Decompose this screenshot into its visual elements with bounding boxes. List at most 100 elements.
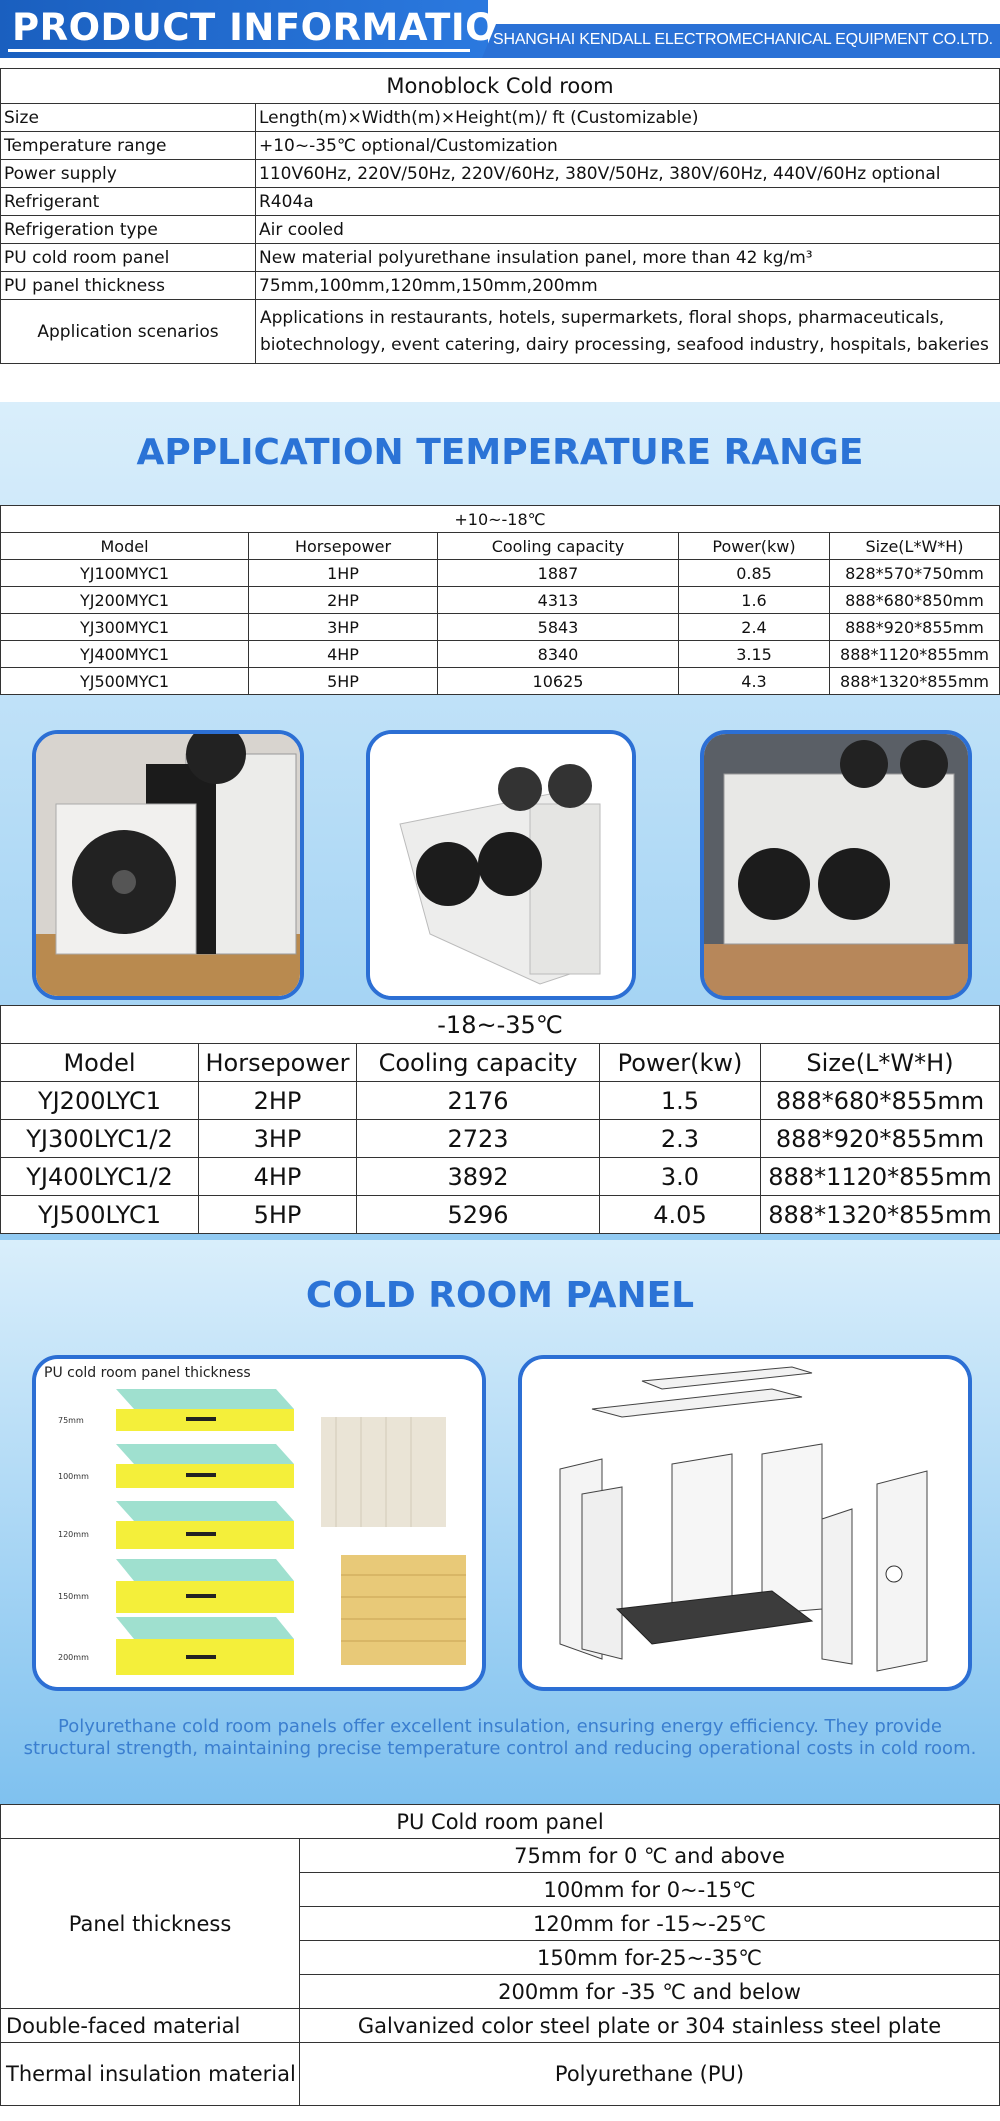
table-cell: 2.3 xyxy=(599,1119,761,1158)
spec-row: PU panel thickness 75mm,100mm,120mm,150m… xyxy=(0,271,1000,300)
table-cell: YJ300MYC1 xyxy=(0,613,249,641)
thickness-label: 200mm xyxy=(58,1653,89,1662)
table-row: YJ100MYC1 1HP 1887 0.85 828*570*750mm xyxy=(0,559,1000,587)
table-cell: YJ400MYC1 xyxy=(0,640,249,668)
table-cell: 5296 xyxy=(356,1195,600,1234)
table-cell: 3892 xyxy=(356,1157,600,1196)
spec-row: Size Length(m)×Width(m)×Height(m)/ ft (C… xyxy=(0,103,1000,132)
table-header-row: Model Horsepower Cooling capacity Power(… xyxy=(0,532,1000,560)
table-cell: 4313 xyxy=(437,586,679,614)
table-cell: 4.3 xyxy=(678,667,830,695)
table-header-row: Model Horsepower Cooling capacity Power(… xyxy=(0,1043,1000,1082)
spec-row: Temperature range +10~-35℃ optional/Cust… xyxy=(0,131,1000,160)
cold-room-assembly-image xyxy=(518,1355,972,1691)
panel-description: Polyurethane cold room panels offer exce… xyxy=(23,1716,977,1759)
table-cell: 888*1120*855mm xyxy=(829,640,1000,668)
table-cell: 2.4 xyxy=(678,613,830,641)
page-title: PRODUCT INFORMATION xyxy=(12,6,529,49)
spec-value: R404a xyxy=(255,187,1000,216)
table-cell: YJ500MYC1 xyxy=(0,667,249,695)
column-header: Model xyxy=(0,1043,199,1082)
thickness-value: 100mm for 0~-15℃ xyxy=(299,1872,1000,1907)
spec-value: 110V60Hz, 220V/50Hz, 220V/60Hz, 380V/50H… xyxy=(255,159,1000,188)
table-cell: 3.15 xyxy=(678,640,830,668)
spec-row-application: Application scenarios Applications in re… xyxy=(0,299,1000,364)
material-value: Polyurethane (PU) xyxy=(299,2042,1000,2106)
pu-panel-table: PU Cold room panel Panel thickness 75mm … xyxy=(0,1804,1000,2106)
table-range: +10~-18℃ xyxy=(0,505,1000,533)
table-cell: YJ400LYC1/2 xyxy=(0,1157,199,1196)
table-cell: 5HP xyxy=(198,1195,357,1234)
company-name: SHANGHAI KENDALL ELECTROMECHANICAL EQUIP… xyxy=(493,31,993,48)
table-cell: 4HP xyxy=(198,1157,357,1196)
table-cell: YJ100MYC1 xyxy=(0,559,249,587)
spec-value: Applications in restaurants, hotels, sup… xyxy=(255,299,1000,364)
material-label: Thermal insulation material xyxy=(0,2042,300,2106)
panel-image-caption: PU cold room panel thickness xyxy=(44,1365,251,1381)
spec-value: New material polyurethane insulation pan… xyxy=(255,243,1000,272)
spec-row: Refrigeration type Air cooled xyxy=(0,215,1000,244)
spec-caption: Monoblock Cold room xyxy=(0,68,1000,104)
header-title-box xyxy=(0,0,488,58)
table-cell: YJ300LYC1/2 xyxy=(0,1119,199,1158)
table-range-row: -18~-35℃ xyxy=(0,1005,1000,1044)
table-row: YJ400LYC1/2 4HP 3892 3.0 888*1120*855mm xyxy=(0,1157,1000,1196)
spec-row: Power supply 110V60Hz, 220V/50Hz, 220V/6… xyxy=(0,159,1000,188)
cold-room-exploded-illustration xyxy=(522,1359,968,1687)
spec-label: Refrigerant xyxy=(0,187,256,216)
spec-row: PU cold room panel New material polyuret… xyxy=(0,243,1000,272)
table-cell: 2HP xyxy=(248,586,438,614)
panel-section-title: COLD ROOM PANEL xyxy=(305,1275,695,1316)
spec-row: Refrigerant R404a xyxy=(0,187,1000,216)
table-row: YJ200MYC1 2HP 4313 1.6 888*680*850mm xyxy=(0,586,1000,614)
thickness-label: 150mm xyxy=(58,1592,89,1601)
table-row: Panel thickness 75mm for 0 ℃ and above xyxy=(0,1838,1000,2009)
table-row: Thermal insulation material Polyurethane… xyxy=(0,2042,1000,2106)
spec-table: Monoblock Cold room Size Length(m)×Width… xyxy=(0,68,1000,364)
table-cell: 2723 xyxy=(356,1119,600,1158)
table-cell: YJ200LYC1 xyxy=(0,1081,199,1120)
table-cell: 1HP xyxy=(248,559,438,587)
column-header: Power(kw) xyxy=(599,1043,761,1082)
pu-caption-row: PU Cold room panel xyxy=(0,1804,1000,1839)
table-cell: 4.05 xyxy=(599,1195,761,1234)
product-photo-1 xyxy=(32,730,304,1000)
temp-table-1: +10~-18℃ Model Horsepower Cooling capaci… xyxy=(0,505,1000,695)
table-cell: 8340 xyxy=(437,640,679,668)
spec-label: Refrigeration type xyxy=(0,215,256,244)
thickness-value: 200mm for -35 ℃ and below xyxy=(299,1974,1000,2009)
column-header: Model xyxy=(0,532,249,560)
thickness-label: 75mm xyxy=(58,1416,84,1425)
company-box xyxy=(482,24,1000,58)
spec-label: PU panel thickness xyxy=(0,271,256,300)
table-row: YJ200LYC1 2HP 2176 1.5 888*680*855mm xyxy=(0,1081,1000,1120)
table-row: YJ300MYC1 3HP 5843 2.4 888*920*855mm xyxy=(0,613,1000,641)
table-row: Double-faced material Galvanized color s… xyxy=(0,2008,1000,2043)
temperature-section-title: APPLICATION TEMPERATURE RANGE xyxy=(136,432,864,473)
table-row: YJ300LYC1/2 3HP 2723 2.3 888*920*855mm xyxy=(0,1119,1000,1158)
column-header: Cooling capacity xyxy=(356,1043,600,1082)
table-cell: 888*1120*855mm xyxy=(760,1157,1000,1196)
table-cell: 3.0 xyxy=(599,1157,761,1196)
table-row: YJ500MYC1 5HP 10625 4.3 888*1320*855mm xyxy=(0,667,1000,695)
table-row: YJ500LYC1 5HP 5296 4.05 888*1320*855mm xyxy=(0,1195,1000,1234)
table-cell: 888*680*855mm xyxy=(760,1081,1000,1120)
table-cell: YJ200MYC1 xyxy=(0,586,249,614)
product-photo-2 xyxy=(366,730,636,1000)
thickness-value: 75mm for 0 ℃ and above xyxy=(299,1838,1000,1873)
table-cell: 1.6 xyxy=(678,586,830,614)
spec-label: Application scenarios xyxy=(0,299,256,364)
column-header: Cooling capacity xyxy=(437,532,679,560)
table-cell: 888*920*855mm xyxy=(760,1119,1000,1158)
spec-label: Size xyxy=(0,103,256,132)
thickness-value: 120mm for -15~-25℃ xyxy=(299,1906,1000,1941)
table-cell: 4HP xyxy=(248,640,438,668)
panel-layer-120: 120mm xyxy=(58,1501,294,1549)
panel-layer-75: 75mm xyxy=(58,1389,294,1431)
panel-layer-100: 100mm xyxy=(58,1444,294,1488)
foam-photo-top xyxy=(321,1417,446,1527)
spec-value: 75mm,100mm,120mm,150mm,200mm xyxy=(255,271,1000,300)
table-row: YJ400MYC1 4HP 8340 3.15 888*1120*855mm xyxy=(0,640,1000,668)
table-cell: 2176 xyxy=(356,1081,600,1120)
spec-label: PU cold room panel xyxy=(0,243,256,272)
